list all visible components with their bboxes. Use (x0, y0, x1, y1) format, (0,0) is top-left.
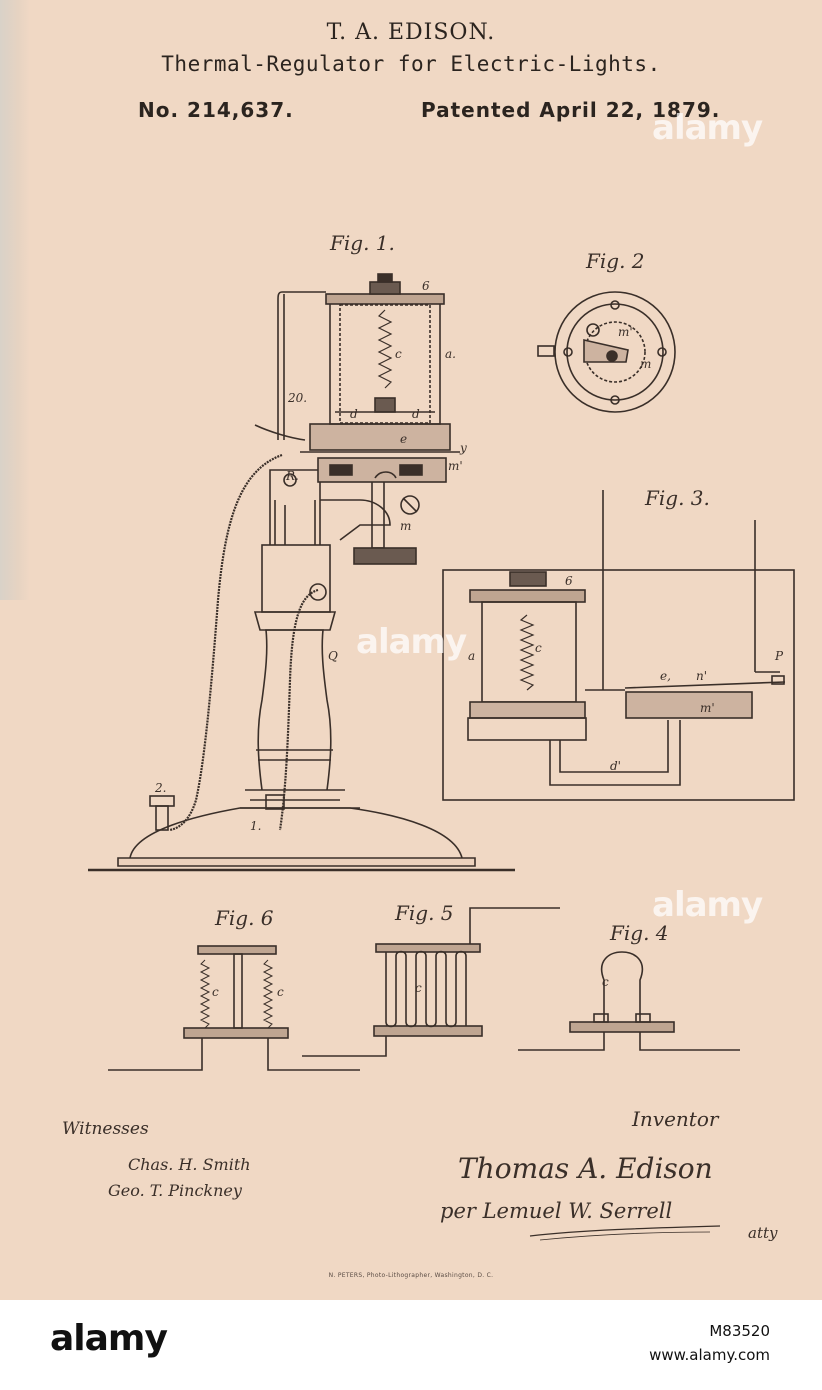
figure-4-drawing (518, 952, 740, 1050)
fig5-caption: Fig. 5 (394, 901, 454, 925)
label-n-prime-fig3: n' (696, 669, 707, 683)
label-y-fig1: y (459, 441, 467, 455)
image-id: M83520 (709, 1322, 770, 1340)
label-c-fig6-right: c (277, 985, 284, 999)
attorney-signature: per Lemuel W. Serrell (440, 1199, 672, 1223)
witness-1-signature: Chas. H. Smith (128, 1155, 251, 1174)
label-c-fig4: c (602, 975, 609, 989)
label-6-fig1: 6 (422, 279, 430, 293)
label-m-prime-fig2: m' (618, 325, 633, 339)
witnesses-heading: Witnesses (62, 1119, 149, 1139)
fig2-caption: Fig. 2 (585, 249, 645, 273)
watermark-logo: alamy (652, 885, 762, 925)
label-2-fig1: 2. (154, 781, 166, 795)
label-p-fig3: P (774, 649, 784, 663)
attorney-suffix: atty (748, 1224, 778, 1242)
alamy-logo: alamy (50, 1318, 167, 1359)
label-d-right: d (412, 407, 420, 421)
label-d-left: d (350, 407, 358, 421)
figure-3-drawing (443, 490, 794, 800)
label-c-fig3: c (535, 641, 542, 655)
inventor-signature: Thomas A. Edison (458, 1152, 713, 1185)
fig3-caption: Fig. 3. (644, 486, 710, 510)
witness-2-signature: Geo. T. Pinckney (108, 1181, 243, 1200)
fig6-caption: Fig. 6 (214, 906, 274, 930)
label-m-prime-fig1: m' (448, 459, 463, 473)
printer-credit: N. PETERS, Photo-Lithographer, Washingto… (0, 1272, 822, 1279)
label-m-prime-fig3: m' (700, 701, 715, 715)
label-n-fig1: n (403, 461, 411, 475)
watermark-logo: alamy (356, 622, 466, 662)
label-q-fig1: Q (328, 649, 338, 663)
label-m-fig2: m (640, 357, 651, 371)
label-c-fig1: c (395, 347, 402, 361)
watermark-logo: alamy (652, 108, 762, 148)
figure-2-drawing (538, 292, 675, 412)
site-url: www.alamy.com (649, 1346, 770, 1364)
label-e-fig3: e, (660, 669, 671, 683)
label-c-fig6-left: c (212, 985, 219, 999)
label-c-fig5: c (415, 981, 422, 995)
figure-6-drawing (108, 946, 360, 1070)
figure-1-drawing (88, 274, 515, 870)
label-a-fig1: a. (445, 347, 456, 361)
label-m-fig1: m (400, 519, 411, 533)
label-e-fig1: e (400, 432, 407, 446)
figure-5-drawing (302, 908, 560, 1056)
label-1-fig1: 1. (250, 819, 261, 833)
label-6-fig3: 6 (565, 574, 573, 588)
label-d-prime-fig3: d' (610, 759, 621, 773)
label-r-fig1: R. (285, 469, 299, 483)
label-a-fig3: a (468, 649, 475, 663)
fig1-caption: Fig. 1. (329, 231, 395, 255)
inventor-heading: Inventor (631, 1107, 720, 1131)
label-20-fig1: 20. (287, 391, 307, 405)
patent-sheet: T. A. EDISON. Thermal-Regulator for Elec… (0, 0, 822, 1300)
